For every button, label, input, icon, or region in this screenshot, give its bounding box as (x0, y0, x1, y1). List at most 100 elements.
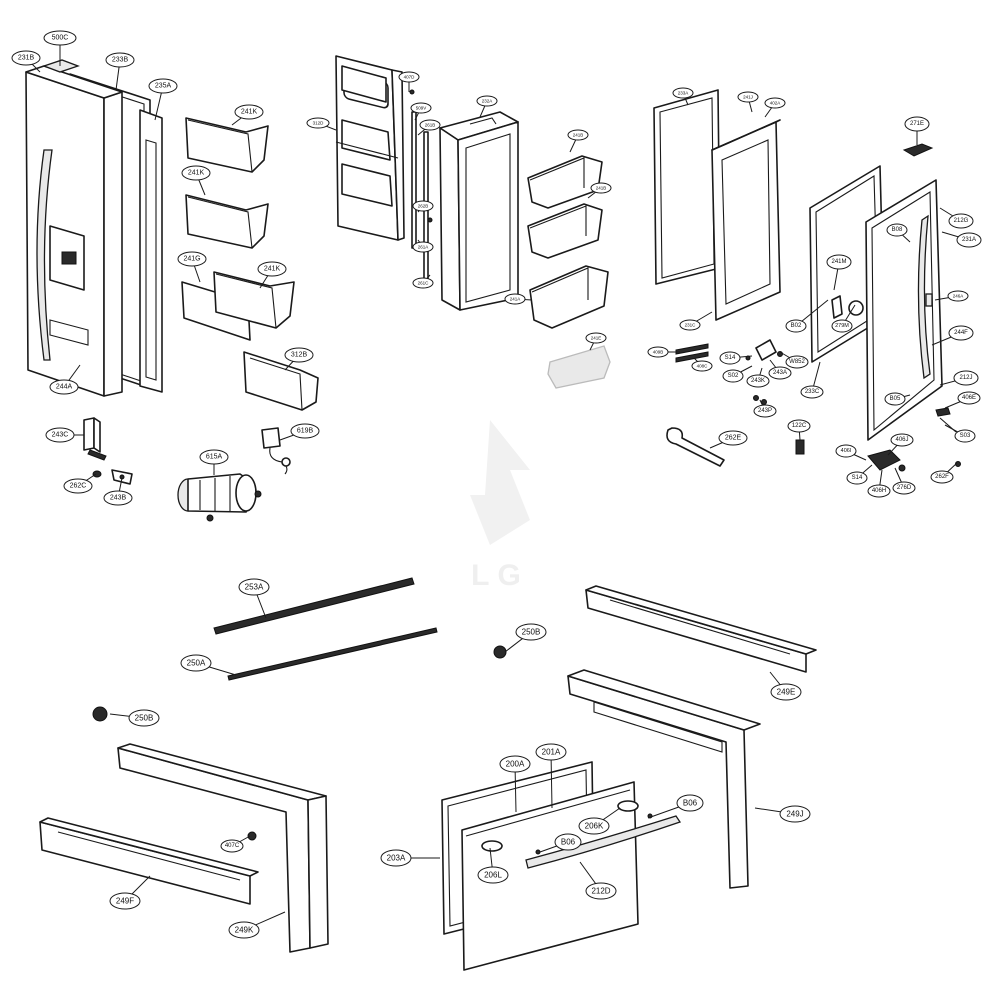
callout-label: 262F (935, 474, 949, 480)
callout-label: 509V (416, 106, 427, 111)
callout-oval (412, 277, 434, 289)
callout-label: 261A (418, 245, 429, 250)
callout-244f: 244F (931, 325, 974, 346)
callout-oval (177, 251, 207, 267)
callout-label: 407C (225, 843, 240, 849)
callout-label: 203A (387, 854, 406, 863)
callout-label: 250A (187, 659, 206, 668)
callout-b02: B02 (785, 299, 829, 333)
callout-oval (45, 427, 75, 443)
callout-409b: 409B (647, 346, 680, 358)
callout-oval (884, 392, 906, 406)
callout-oval (43, 30, 77, 46)
callout-235a: 235A (148, 78, 178, 121)
callout-label: 249F (116, 897, 134, 906)
door-bins-left (181, 117, 319, 411)
callout-label: 407D (404, 75, 416, 80)
callout-206l: 206L (477, 847, 509, 884)
callout-233b: 233B (105, 52, 135, 91)
callout-279m: 279M (831, 304, 856, 333)
callout-201a: 201A (535, 743, 567, 809)
callout-oval (148, 78, 178, 94)
callout-oval (103, 490, 133, 506)
callout-label: 231C (685, 323, 697, 328)
callout-label: 261B (425, 123, 436, 128)
callout-oval (419, 119, 441, 131)
callout-s02: S02 (722, 365, 753, 383)
callout-271e: 271E (904, 116, 930, 145)
callout-212j: 212J (939, 370, 979, 386)
callout-oval (892, 481, 916, 495)
callout-249f: 249F (109, 875, 151, 910)
callout-label: 406E (962, 395, 976, 401)
callout-402a: 402A (764, 97, 786, 118)
callout-oval (504, 293, 526, 305)
callout-212g: 212G (939, 207, 974, 229)
callout-label: 615A (206, 454, 223, 461)
callout-label: 212G (954, 218, 969, 224)
wrench-262e (666, 427, 725, 467)
callout-label: 406H (872, 488, 886, 494)
callout-oval (800, 385, 824, 399)
ice-maker-615a (177, 473, 262, 522)
callout-406h: 406H (867, 469, 891, 498)
callout-label: 231B (18, 55, 35, 62)
callout-249j: 249J (754, 805, 811, 823)
callout-label: 250B (135, 714, 154, 723)
callout-244a: 244A (49, 364, 81, 395)
callout-oval (380, 849, 412, 867)
handle-end-206k (617, 800, 639, 812)
callout-oval (719, 351, 741, 365)
callout-label: 241K (241, 109, 258, 116)
callout-407c: 407C (220, 835, 251, 853)
water-valve-619b (261, 427, 291, 475)
callout-oval (567, 129, 589, 141)
callout-241g: 241G (177, 251, 207, 283)
callout-231a: 231A (941, 231, 982, 248)
callout-label: 206L (484, 871, 502, 880)
callout-oval (109, 892, 141, 910)
callout-oval (904, 116, 930, 132)
callout-label: 241E (591, 336, 602, 341)
callout-408c: 408C (691, 357, 713, 372)
callout-oval (737, 91, 759, 103)
callout-label: 279M (835, 323, 849, 329)
callout-label: 243P (758, 408, 772, 414)
callout-241b-1: 241B (567, 129, 589, 153)
callout-oval (476, 95, 498, 107)
callout-241a: 241A (504, 293, 533, 305)
hinge-parts-left (83, 417, 133, 485)
callout-label: S14 (852, 475, 863, 481)
callout-oval (11, 50, 41, 66)
callout-label: 261C (418, 281, 430, 286)
handle-cap-246a (925, 293, 933, 307)
callout-label: S14 (725, 355, 736, 361)
callout-406e: 406E (944, 391, 981, 409)
callout-oval (768, 366, 792, 380)
callout-250a: 250A (180, 654, 237, 676)
callout-label: 619B (297, 428, 314, 435)
callout-label: 244F (954, 330, 968, 336)
callout-243a: 243A (768, 359, 792, 380)
callout-241m: 241M (826, 254, 852, 291)
callout-oval (953, 370, 979, 386)
callout-label: 206K (585, 822, 604, 831)
callout-label: 201A (542, 748, 561, 757)
callout-label: 241J (743, 95, 753, 100)
cap-271e (902, 143, 934, 157)
callout-oval (779, 805, 811, 823)
callout-b06-2: B06 (539, 833, 582, 853)
rod-250a (227, 627, 438, 681)
callout-oval (290, 423, 320, 439)
svg-text:LG: LG (471, 559, 529, 592)
callout-oval (679, 319, 701, 331)
callout-label: 276D (897, 485, 912, 491)
door-bins-middle (527, 155, 611, 389)
callout-label: 233A (678, 91, 689, 96)
callout-233a: 233A (672, 87, 694, 106)
clear-bin-241e (547, 345, 611, 389)
callout-oval (835, 444, 857, 458)
callout-label: 408C (697, 364, 709, 369)
callout-203a: 203A (380, 849, 440, 867)
